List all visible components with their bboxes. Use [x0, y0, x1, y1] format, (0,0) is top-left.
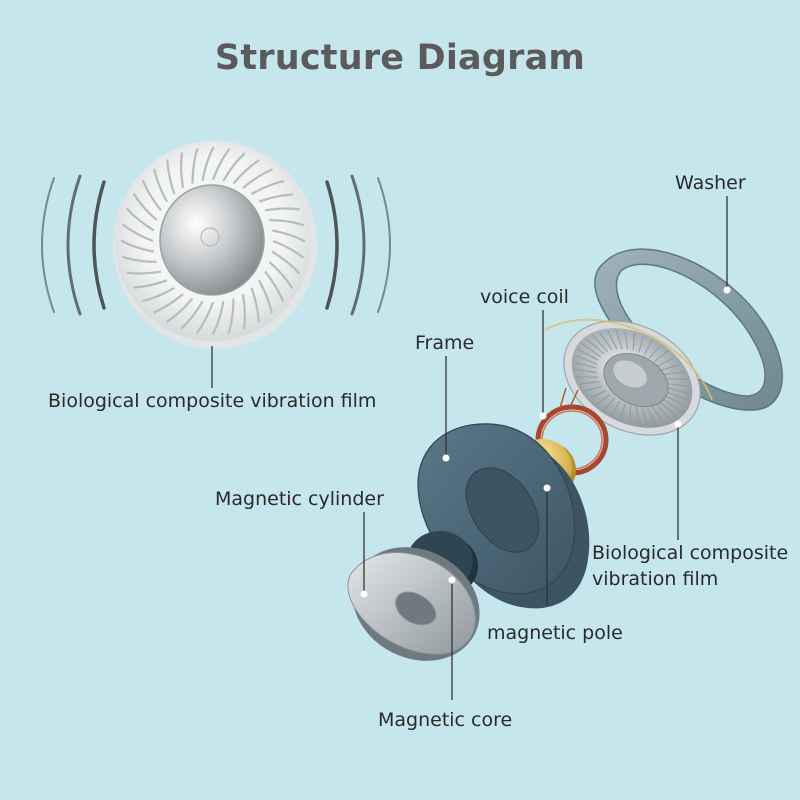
film-rib	[599, 331, 613, 351]
label-washer: Washer	[675, 172, 746, 194]
film-petal	[258, 279, 273, 314]
leader-lines	[211, 196, 728, 700]
film-petal	[222, 152, 246, 182]
label-magnetic-cylinder: Magnetic cylinder	[215, 488, 384, 510]
film-petal	[166, 297, 194, 323]
film-petal	[242, 168, 273, 189]
film-petal	[269, 219, 305, 227]
label-vibration-film-part-line2: vibration film	[592, 568, 719, 590]
film-rib	[643, 339, 653, 356]
film-petal	[121, 223, 154, 243]
film-rib	[629, 405, 632, 424]
film-rib	[573, 361, 597, 369]
film-petal	[211, 301, 225, 336]
film-petal	[201, 146, 215, 181]
film-petal	[180, 152, 185, 189]
label-magnetic-pole: magnetic pole	[487, 622, 623, 644]
film-rib	[655, 403, 673, 422]
film-petal	[125, 207, 155, 232]
film-rib	[580, 342, 602, 358]
film-petal	[195, 301, 215, 334]
film-petal	[126, 270, 162, 275]
film-petal	[268, 261, 294, 289]
film-petal	[153, 293, 184, 314]
film-petal	[258, 193, 293, 203]
film-rib	[611, 400, 621, 417]
label-voice-coil: voice coil	[480, 286, 569, 308]
film-petal	[180, 300, 204, 330]
film-rib	[646, 406, 657, 426]
film-rib	[591, 334, 609, 353]
film-petal	[271, 250, 301, 275]
film-petal	[250, 287, 260, 323]
film-rib	[635, 406, 640, 426]
film-rib	[664, 371, 686, 375]
film-rib	[632, 332, 635, 351]
label-vibration-film-part: Biological composite vibration film	[592, 540, 788, 592]
film-rib	[588, 389, 607, 400]
film-rib	[648, 344, 661, 359]
film-rib	[578, 381, 600, 385]
film-petal	[121, 255, 157, 263]
film-rib	[665, 395, 687, 408]
film-petal	[251, 180, 285, 196]
vibration-film-image	[113, 141, 317, 349]
label-frame: Frame	[415, 332, 475, 354]
label-vibration-film: Biological composite vibration film	[48, 390, 377, 412]
leader-dots	[360, 286, 731, 598]
film-rib	[662, 398, 684, 414]
film-petal	[153, 168, 168, 203]
film-rib	[620, 403, 626, 421]
film-rib	[666, 391, 690, 402]
film-rib	[574, 354, 598, 365]
film-petal	[133, 279, 168, 289]
film-petal	[264, 270, 285, 303]
film-petal	[271, 229, 306, 243]
sound-waves-icon	[41, 174, 391, 316]
film-petal	[141, 179, 162, 212]
film-rib	[603, 397, 616, 412]
label-vibration-film-part-line1: Biological composite	[592, 542, 789, 564]
film-petal	[264, 207, 300, 212]
film-petal	[211, 148, 231, 181]
film-rib	[667, 382, 690, 388]
film-rib	[607, 330, 618, 350]
film-petal	[227, 298, 235, 334]
film-petal	[120, 239, 155, 253]
film-rib	[659, 401, 679, 418]
label-magnetic-core: Magnetic core	[378, 709, 513, 731]
film-petal	[191, 148, 199, 184]
film-rib	[595, 393, 611, 406]
film-rib	[638, 335, 644, 353]
film-rib	[661, 363, 681, 371]
film-rib	[574, 368, 597, 374]
film-rib	[615, 330, 623, 350]
film-petal	[232, 159, 260, 185]
film-petal	[241, 293, 246, 330]
film-rib	[653, 350, 669, 363]
film-rib	[583, 385, 603, 393]
film-rib	[624, 330, 629, 350]
film-rib	[585, 338, 605, 355]
film-rib	[577, 348, 599, 361]
film-rib	[657, 356, 676, 367]
film-petal	[166, 159, 176, 195]
vibration-film-part	[544, 318, 713, 436]
page-title: Structure Diagram	[214, 38, 586, 78]
film-petal	[132, 193, 158, 221]
film-rib	[651, 405, 665, 425]
film-petal	[141, 286, 175, 302]
film-rib	[667, 387, 691, 395]
film-petal	[272, 239, 305, 259]
film-rib	[641, 406, 649, 426]
